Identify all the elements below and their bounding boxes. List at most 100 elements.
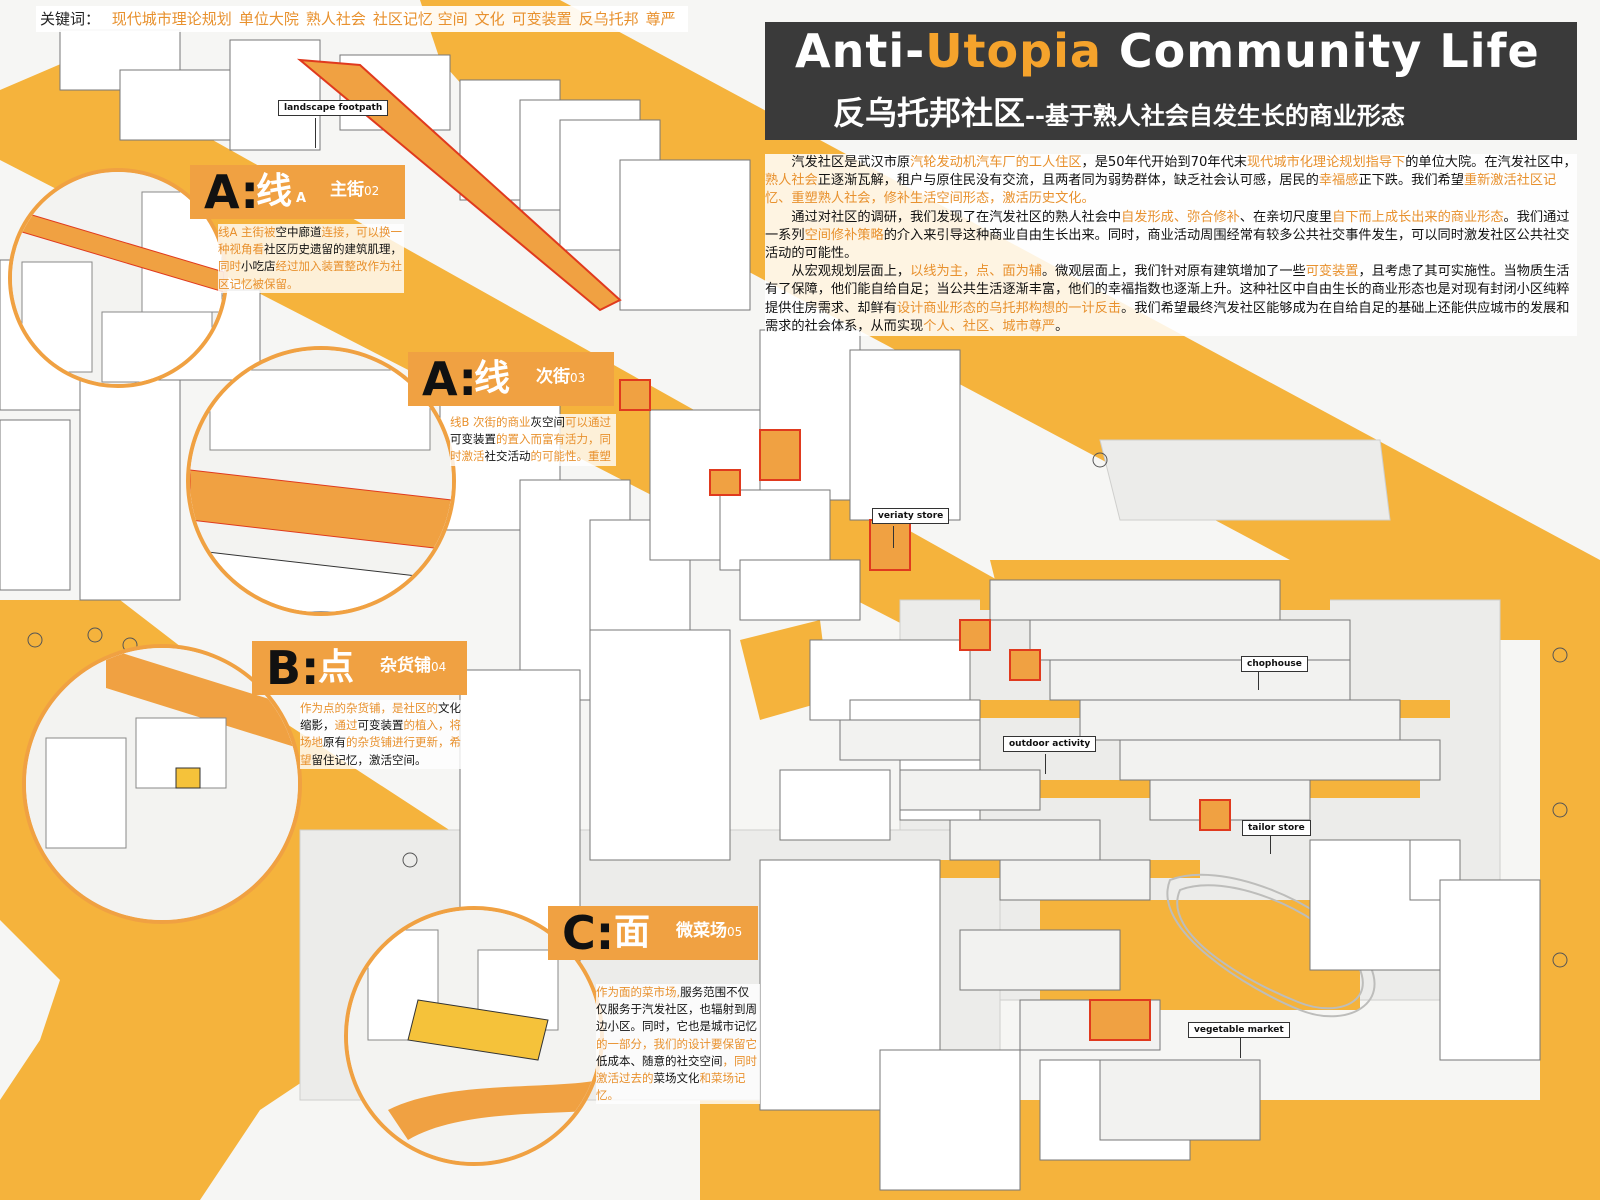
highlighted-text: ，同时激活过去的	[596, 1053, 757, 1086]
text-run: 社区历史遗留的建筑肌理，	[264, 242, 402, 257]
highlighted-text: 的杂货铺进行更新，希望	[300, 735, 461, 767]
highlighted-text: 作为面的菜市场,	[596, 985, 681, 999]
label-pin	[315, 118, 316, 148]
label-pin	[1240, 1038, 1241, 1058]
keyword-item: 单位大院	[238, 10, 299, 28]
highlighted-text: 熟人社会	[765, 173, 818, 189]
detail-view-vegetable-market	[348, 910, 600, 1162]
text-run: 空中廊道	[275, 225, 322, 239]
title-panel: Anti-Utopia Community Life 反乌托邦社区--基于熟人社…	[765, 22, 1577, 140]
running-track	[1166, 873, 1376, 1018]
text-run: 低成本、随意的社交空间	[596, 1053, 723, 1068]
text-run: 。我们希望最终汽发社区能够成为在自给自足的基础上还能供应城市的发展和需求的社会体…	[765, 300, 1570, 334]
text-run: 服务范围不仅仅服务于汽发社区，也辐射到周边小区。同时，它也是	[596, 985, 757, 1034]
label-pin	[1270, 836, 1271, 854]
title-en-prefix: Anti-	[795, 24, 926, 78]
text-run: 、在亲切尺度里	[1239, 209, 1333, 225]
section-b-type: 点	[318, 647, 355, 688]
highlighted-text: 和菜场记忆。	[596, 1071, 746, 1103]
section-a2-header: A: 线 次街03	[408, 352, 614, 406]
keyword-item: 社区记忆 空间	[372, 10, 468, 28]
text-run: 原有	[323, 735, 346, 750]
highlighted-text: 连接，可以换一种视角看	[218, 225, 403, 257]
highlighted-text: 的植入，将场地	[300, 718, 461, 750]
highlighted-text: 设计商业形态的乌托邦构想的一计反击	[896, 300, 1122, 316]
text-run: 正下跌。我们希望	[1358, 173, 1464, 189]
text-run: 从宏观规划层面上，	[791, 264, 911, 280]
section-a2-type: 线	[474, 358, 511, 399]
keyword-item: 现代城市理论规划	[111, 10, 232, 28]
section-a1-text: 线A 主街被空中廊道连接，可以换一种视角看社区历史遗留的建筑肌理，同时小吃店经过…	[218, 224, 404, 293]
highlighted-text: 线A 主街被	[218, 225, 276, 239]
section-a1-number: 02	[364, 184, 380, 198]
highlighted-text: 可以通过	[565, 415, 612, 429]
highlighted-text: 作为点的杂货铺，是社区的	[300, 701, 438, 715]
description-paragraph-3: 从宏观规划层面上，以线为主，点、面为辅。微观层面上，我们针对原有建筑增加了一些可…	[765, 263, 1577, 336]
keyword-item: 熟人社会	[305, 10, 366, 28]
text-run: 通过对社区的调研，我们发现了在汽发社区的熟人社会中	[791, 209, 1122, 225]
highlighted-text: 线B 次街的商业	[450, 415, 531, 429]
highlighted-text: 重新激活社区记忆、重塑熟人社会，修补生活空间形态，激活历史文化。	[765, 173, 1557, 207]
section-a1-name: 主街02	[330, 180, 380, 200]
text-run: 的介入来引导这种商业自由生长出来。同时，商业活动周围经常有较多公共社交事件发生，…	[765, 227, 1570, 262]
detail-view-grocery	[26, 648, 298, 920]
section-b-text: 作为点的杂货铺，是社区的文化缩影，通过可变装置的植入，将场地原有的杂货铺进行更新…	[300, 700, 470, 769]
section-c-text: 作为面的菜市场,服务范围不仅仅服务于汽发社区，也辐射到周边小区。同时，它也是城市…	[596, 984, 760, 1105]
label-outdoor-activity: outdoor activity	[1003, 736, 1097, 752]
highlighted-text: 以线为主，点、面为辅	[910, 264, 1042, 280]
section-a1-type-sub: A	[296, 191, 307, 206]
highlighted-text: 自下而上成长出来的商业形态	[1332, 209, 1504, 225]
label-chophouse: chophouse	[1241, 656, 1308, 672]
text-run: 菜场文化	[653, 1071, 700, 1086]
text-run: ，且考虑了其可实施性。当物质生活有了保障，他们能自给自足；当公共生活逐渐丰富，他…	[765, 264, 1570, 316]
keyword-item: 反乌托邦	[578, 10, 639, 28]
highlighted-text: 同时	[218, 259, 241, 274]
section-a2-text: 线B 次街的商业灰空间可以通过可变装置的置入而富有活力，同时激活社交活动的可能性…	[450, 414, 616, 466]
keywords-label: 关键词：	[40, 10, 101, 28]
text-run: 灰空间	[530, 415, 566, 429]
section-b-letter: B:	[266, 641, 320, 695]
keyword-item: 可变装置	[511, 10, 572, 28]
detail-circle-main-street	[8, 168, 228, 388]
highlighted-text: 可变装置	[1305, 264, 1359, 280]
title-en-suffix: Community Life	[1101, 24, 1540, 78]
description-paragraph-2: 通过对社区的调研，我们发现了在汽发社区的熟人社会中自发形成、弥合修补、在亲切尺度…	[765, 209, 1577, 264]
highlighted-text: 个人、社区、城市尊严	[923, 318, 1056, 334]
keywords-bar: 关键词： 现代城市理论规划单位大院熟人社会社区记忆 空间文化可变装置反乌托邦尊严	[36, 6, 688, 32]
detail-circle-vegetable-market	[344, 906, 604, 1166]
label-pin	[1258, 672, 1259, 690]
label-landscape-footpath: landscape footpath	[278, 100, 389, 116]
section-b-name: 杂货铺04	[380, 656, 447, 676]
title-cn-main: 反乌托邦社区	[833, 94, 1026, 132]
highlighted-text: 的可能性。重塑	[530, 449, 612, 464]
detail-view-main-street	[12, 172, 224, 384]
keyword-item: 尊严	[645, 10, 676, 28]
highlighted-text: 幸福感	[1318, 173, 1359, 189]
detail-circle-grocery	[22, 644, 302, 924]
label-vegetable-market: vegetable market	[1188, 1022, 1290, 1038]
text-run: 留住记忆，激活空间。	[311, 752, 427, 767]
highlighted-text: 的一部分，我们的设计要保留它	[596, 1036, 757, 1051]
section-a2-letter: A:	[422, 352, 477, 406]
interventions	[296, 58, 1231, 1041]
text-run: 城市记忆	[711, 1019, 757, 1034]
highlighted-text: 通过	[334, 718, 358, 733]
text-run: 文化缩影，	[300, 701, 461, 733]
label-pin	[893, 526, 894, 548]
highlighted-text: 空间修补策略	[804, 227, 884, 243]
text-run: 的单位大院。在汽发社区中，	[1405, 155, 1577, 170]
section-a2-name: 次街03	[536, 367, 586, 387]
section-c-letter: C:	[562, 906, 615, 960]
label-veriaty-store: veriaty store	[872, 508, 950, 524]
section-c-name: 微菜场05	[676, 921, 743, 941]
highlighted-text: 的置入而富有活力，同时激活	[450, 432, 611, 464]
title-cn-subtitle: --基于熟人社会自发生长的商业形态	[1025, 101, 1405, 130]
detail-circle-secondary-street	[186, 346, 456, 616]
section-a2-number: 03	[570, 371, 586, 385]
text-run: 。	[1055, 318, 1069, 334]
section-c-number: 05	[727, 925, 743, 939]
text-run: 正逐渐瓦解，租户与原住民没有交流，且两者同为弱势群体，缺乏社会认可感，居民的	[817, 173, 1319, 189]
section-a1-letter: A:	[204, 165, 259, 219]
text-run: 汽发社区是武汉市原	[791, 155, 911, 170]
